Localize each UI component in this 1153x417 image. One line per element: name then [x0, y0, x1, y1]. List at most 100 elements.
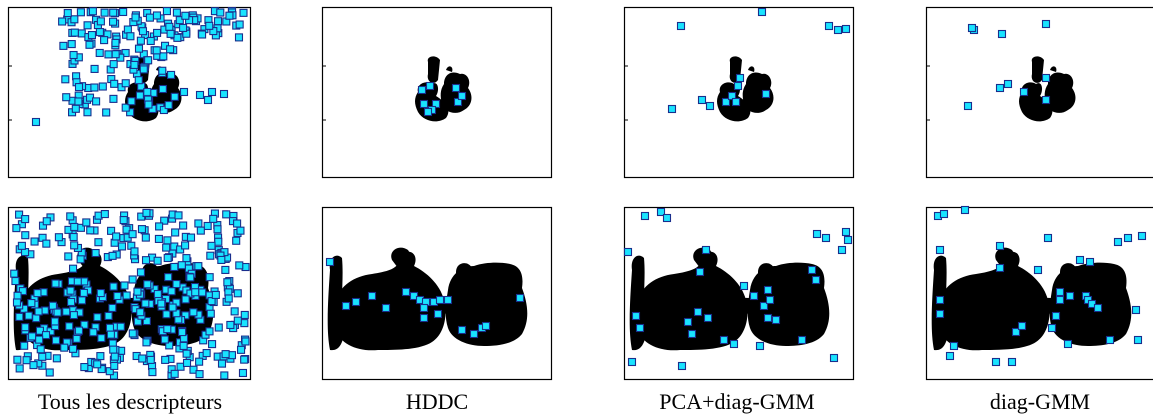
- descriptor-marker: [457, 325, 467, 335]
- caption-diag-gmm: diag-GMM: [989, 389, 1091, 414]
- descriptor-marker: [110, 352, 119, 361]
- descriptor-marker: [93, 360, 102, 369]
- descriptor-marker: [1051, 311, 1061, 321]
- descriptor-marker: [96, 352, 105, 361]
- descriptor-marker: [29, 361, 38, 370]
- descriptor-marker: [1041, 95, 1051, 105]
- descriptor-marker: [325, 257, 335, 267]
- descriptor-marker: [52, 354, 61, 363]
- descriptor-marker: [209, 27, 218, 36]
- descriptor-marker: [170, 369, 179, 378]
- descriptor-points: [667, 7, 851, 114]
- descriptor-marker: [138, 27, 148, 36]
- descriptor-marker: [1093, 303, 1103, 313]
- descriptor-marker: [143, 280, 152, 289]
- descriptor-marker: [24, 311, 33, 320]
- descriptor-marker: [58, 17, 67, 26]
- descriptor-marker: [935, 295, 945, 305]
- descriptor-marker: [108, 303, 117, 312]
- descriptor-marker: [417, 85, 427, 95]
- descriptor-marker: [51, 336, 61, 345]
- descriptor-marker: [74, 97, 83, 106]
- descriptor-marker: [86, 226, 95, 235]
- descriptor-marker: [117, 242, 127, 251]
- descriptor-marker: [721, 97, 731, 107]
- descriptor-marker: [11, 276, 20, 286]
- descriptor-marker: [967, 23, 977, 33]
- descriptor-marker: [179, 87, 189, 97]
- descriptor-marker: [640, 211, 650, 221]
- descriptor-marker: [217, 255, 226, 264]
- descriptor-marker: [35, 335, 44, 344]
- descriptor-marker: [95, 48, 104, 58]
- descriptor-marker: [136, 308, 145, 317]
- descriptor-marker: [53, 308, 62, 317]
- descriptor-marker: [170, 92, 179, 101]
- descriptor-marker: [841, 227, 851, 237]
- descriptor-marker: [207, 297, 216, 306]
- descriptor-marker: [51, 279, 60, 288]
- descriptor-marker: [164, 101, 173, 110]
- descriptor-marker: [69, 311, 78, 320]
- descriptor-marker: [91, 248, 100, 258]
- descriptor-marker: [656, 207, 666, 217]
- descriptor-marker: [15, 210, 24, 219]
- descriptor-marker: [224, 294, 233, 303]
- descriptor-marker: [31, 117, 41, 127]
- descriptor-marker: [162, 310, 171, 319]
- descriptor-marker: [76, 8, 85, 17]
- descriptor-marker: [219, 89, 229, 99]
- descriptor-marker: [186, 233, 196, 242]
- descriptor-marker: [148, 368, 157, 377]
- descriptor-marker: [142, 208, 151, 217]
- descriptor-marker: [1131, 305, 1141, 315]
- descriptor-marker: [451, 83, 461, 93]
- descriptor-marker: [159, 105, 168, 115]
- descriptor-marker: [195, 90, 205, 100]
- descriptor-marker: [108, 251, 117, 260]
- descriptor-marker: [241, 337, 250, 346]
- descriptor-marker: [100, 8, 109, 17]
- descriptor-marker: [126, 32, 135, 41]
- descriptor-marker: [146, 36, 155, 46]
- descriptor-marker: [136, 268, 145, 277]
- descriptor-marker: [111, 50, 120, 59]
- descriptor-marker: [829, 353, 839, 363]
- descriptor-marker: [837, 245, 847, 255]
- descriptor-marker: [233, 289, 242, 298]
- descriptor-marker: [824, 21, 834, 31]
- descriptor-marker: [28, 332, 37, 341]
- descriptor-marker: [763, 285, 773, 295]
- descriptor-marker: [367, 291, 377, 301]
- descriptor-marker: [1017, 321, 1027, 331]
- descriptor-marker: [211, 290, 220, 299]
- descriptor-marker: [152, 46, 161, 55]
- descriptor-marker: [158, 84, 167, 94]
- descriptor-marker: [995, 263, 1005, 273]
- descriptor-marker: [122, 225, 131, 234]
- descriptor-marker: [148, 104, 157, 114]
- descriptor-marker: [667, 104, 677, 114]
- descriptor-marker: [230, 307, 239, 316]
- caption-hddc: HDDC: [405, 389, 469, 414]
- descriptor-marker: [153, 28, 162, 37]
- descriptor-marker: [90, 64, 99, 73]
- descriptor-marker: [341, 301, 351, 311]
- descriptor-marker: [66, 212, 75, 221]
- descriptor-marker: [70, 15, 79, 24]
- descriptor-marker: [160, 335, 169, 344]
- descriptor-marker: [61, 75, 70, 84]
- descriptor-marker: [178, 328, 187, 337]
- descriptor-marker: [175, 16, 184, 25]
- descriptor-marker: [113, 291, 122, 301]
- descriptor-marker: [1041, 73, 1051, 83]
- descriptor-marker: [90, 83, 99, 92]
- descriptor-marker: [134, 44, 144, 53]
- descriptor-marker: [419, 99, 429, 109]
- descriptor-marker: [15, 364, 24, 373]
- descriptor-marker: [761, 89, 771, 99]
- descriptor-marker: [182, 254, 191, 263]
- descriptor-marker: [167, 70, 176, 79]
- descriptor-marker: [12, 224, 21, 233]
- descriptor-marker: [74, 83, 84, 92]
